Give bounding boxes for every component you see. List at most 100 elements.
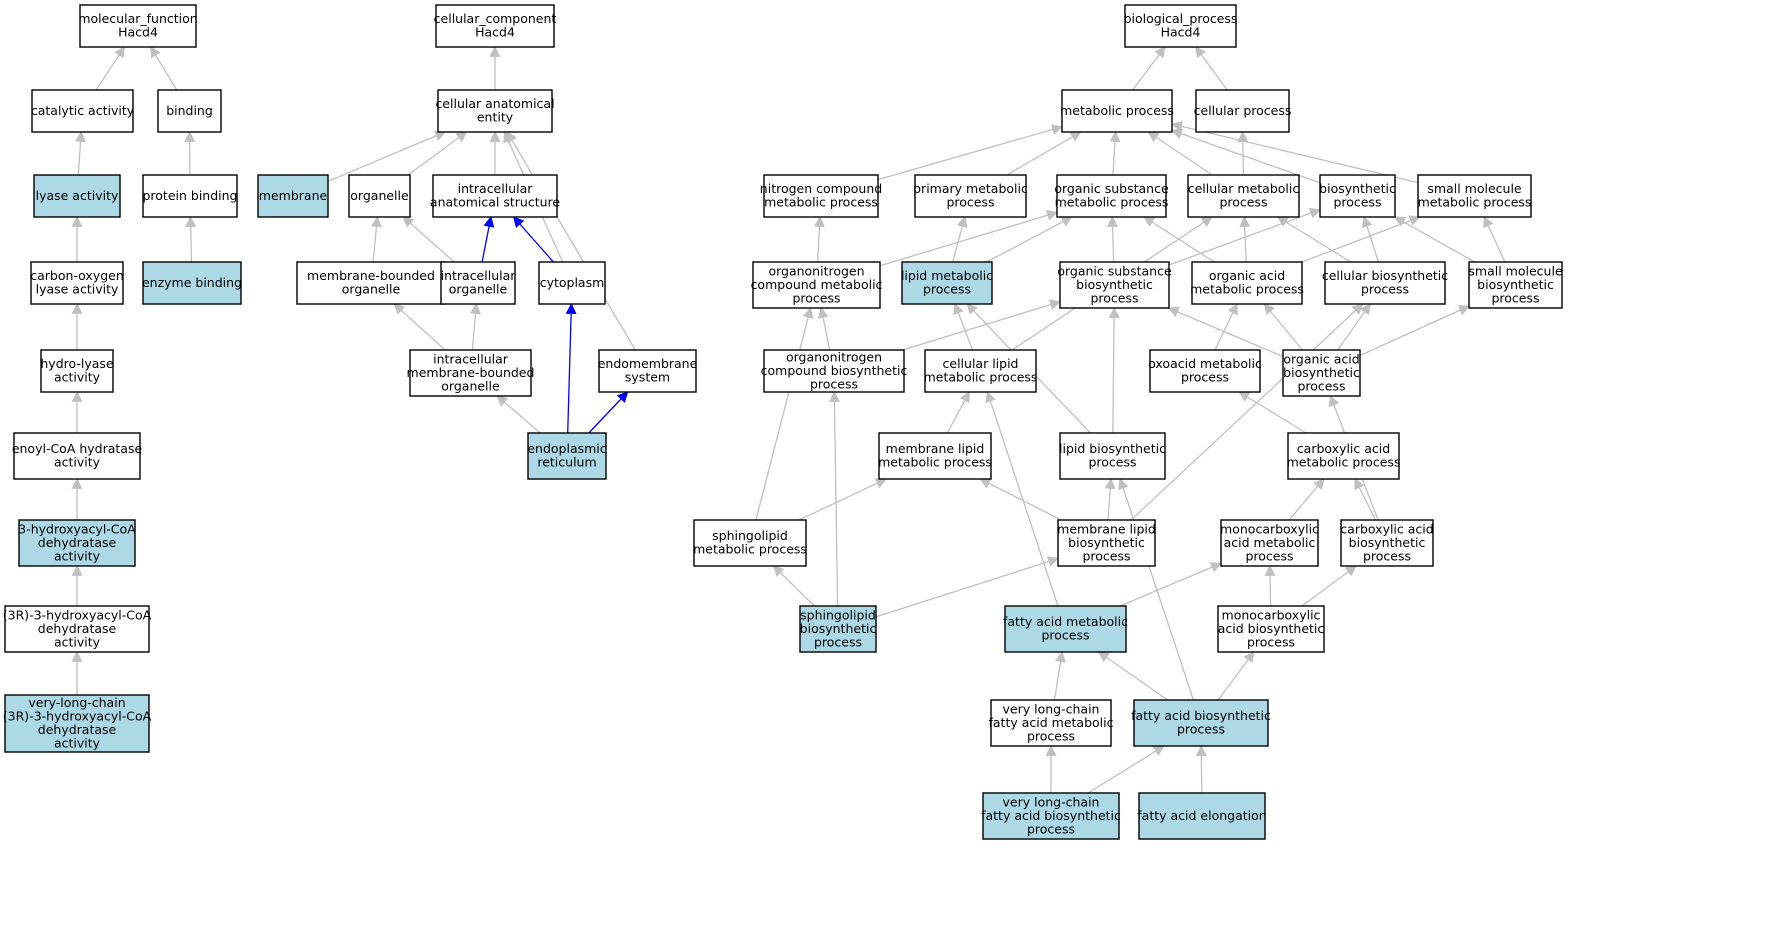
go-term-lyase[interactable]: lyase activity bbox=[33, 174, 121, 218]
edge-line bbox=[902, 299, 1062, 351]
go-term-label: process bbox=[1027, 728, 1075, 743]
go-term-box bbox=[1340, 519, 1434, 567]
edge-line bbox=[1108, 306, 1120, 434]
go-term-box bbox=[1061, 89, 1173, 133]
go-term-label: endoplasmic bbox=[527, 441, 606, 456]
go-term-label: lipid metabolic bbox=[901, 268, 993, 283]
edge-oamp-to-cmp bbox=[1239, 215, 1251, 263]
go-term-label: fatty acid metabolic bbox=[1003, 614, 1128, 629]
go-term-organelle[interactable]: organelle bbox=[348, 174, 411, 218]
go-term-protein_binding[interactable]: protein binding bbox=[142, 174, 238, 218]
edge-oamp-to-smmp bbox=[1301, 215, 1421, 263]
go-term-r3hacd[interactable]: (3R)-3-hydroxyacyl-CoAdehydrataseactivit… bbox=[3, 605, 152, 653]
go-term-label: compound metabolic bbox=[751, 277, 883, 292]
go-term-enzyme_binding[interactable]: enzyme binding bbox=[142, 261, 242, 305]
go-term-label: process bbox=[1491, 290, 1539, 305]
edge-slbp-to-mlbp bbox=[875, 556, 1060, 618]
go-term-label: oxoacid metabolic bbox=[1148, 356, 1262, 371]
edge-famp-to-clmp bbox=[985, 390, 1059, 607]
go-term-label: organelle bbox=[449, 282, 508, 297]
go-term-label: enoyl-CoA hydratase bbox=[12, 441, 143, 456]
go-term-label: organic substance bbox=[1054, 181, 1169, 196]
go-term-fae[interactable]: fatty acid elongation bbox=[1137, 792, 1267, 840]
go-term-label: cellular_component bbox=[434, 11, 557, 26]
go-term-box bbox=[40, 349, 114, 393]
edge-slmp-to-mlmp bbox=[798, 478, 888, 521]
go-term-label: activity bbox=[54, 370, 101, 385]
edge-oncmp-to-osmp bbox=[879, 209, 1059, 267]
go-term-metabolic[interactable]: metabolic process bbox=[1060, 89, 1174, 133]
go-term-label: lyase activity bbox=[36, 188, 119, 203]
edge-osmp-to-metabolic bbox=[1109, 130, 1121, 176]
go-term-box bbox=[30, 261, 124, 305]
edge-line bbox=[953, 302, 974, 351]
go-term-label: process bbox=[814, 634, 862, 649]
go-term-vlc_hacd[interactable]: very-long-chain(3R)-3-hydroxyacyl-CoAdeh… bbox=[3, 694, 152, 753]
edge-line bbox=[1147, 131, 1213, 176]
go-term-box bbox=[1191, 261, 1303, 305]
edge-oncmp-to-ncmp bbox=[813, 215, 825, 263]
go-term-label: biosynthetic bbox=[1283, 365, 1360, 380]
go-term-label: membrane bbox=[259, 188, 328, 203]
go-term-box bbox=[1468, 261, 1563, 309]
go-term-catalytic[interactable]: catalytic activity bbox=[31, 89, 135, 133]
go-term-cytoplasm[interactable]: cytoplasm bbox=[538, 261, 606, 305]
go-term-label: enzyme binding bbox=[142, 275, 242, 290]
edge-oncbp-to-osbp bbox=[902, 299, 1062, 351]
go-term-label: membrane-bounded bbox=[407, 365, 535, 380]
go-term-box bbox=[1287, 432, 1400, 480]
edge-line bbox=[95, 46, 125, 91]
go-term-label: process bbox=[946, 195, 994, 210]
go-term-cellular_proc[interactable]: cellular process bbox=[1194, 89, 1292, 133]
go-term-label: endomembrane bbox=[598, 356, 698, 371]
go-term-label: cellular anatomical bbox=[435, 96, 554, 111]
go-term-membrane[interactable]: membrane bbox=[257, 174, 329, 218]
go-term-binding[interactable]: binding bbox=[157, 89, 222, 133]
edge-line bbox=[985, 390, 1059, 607]
edge-line bbox=[952, 215, 968, 263]
